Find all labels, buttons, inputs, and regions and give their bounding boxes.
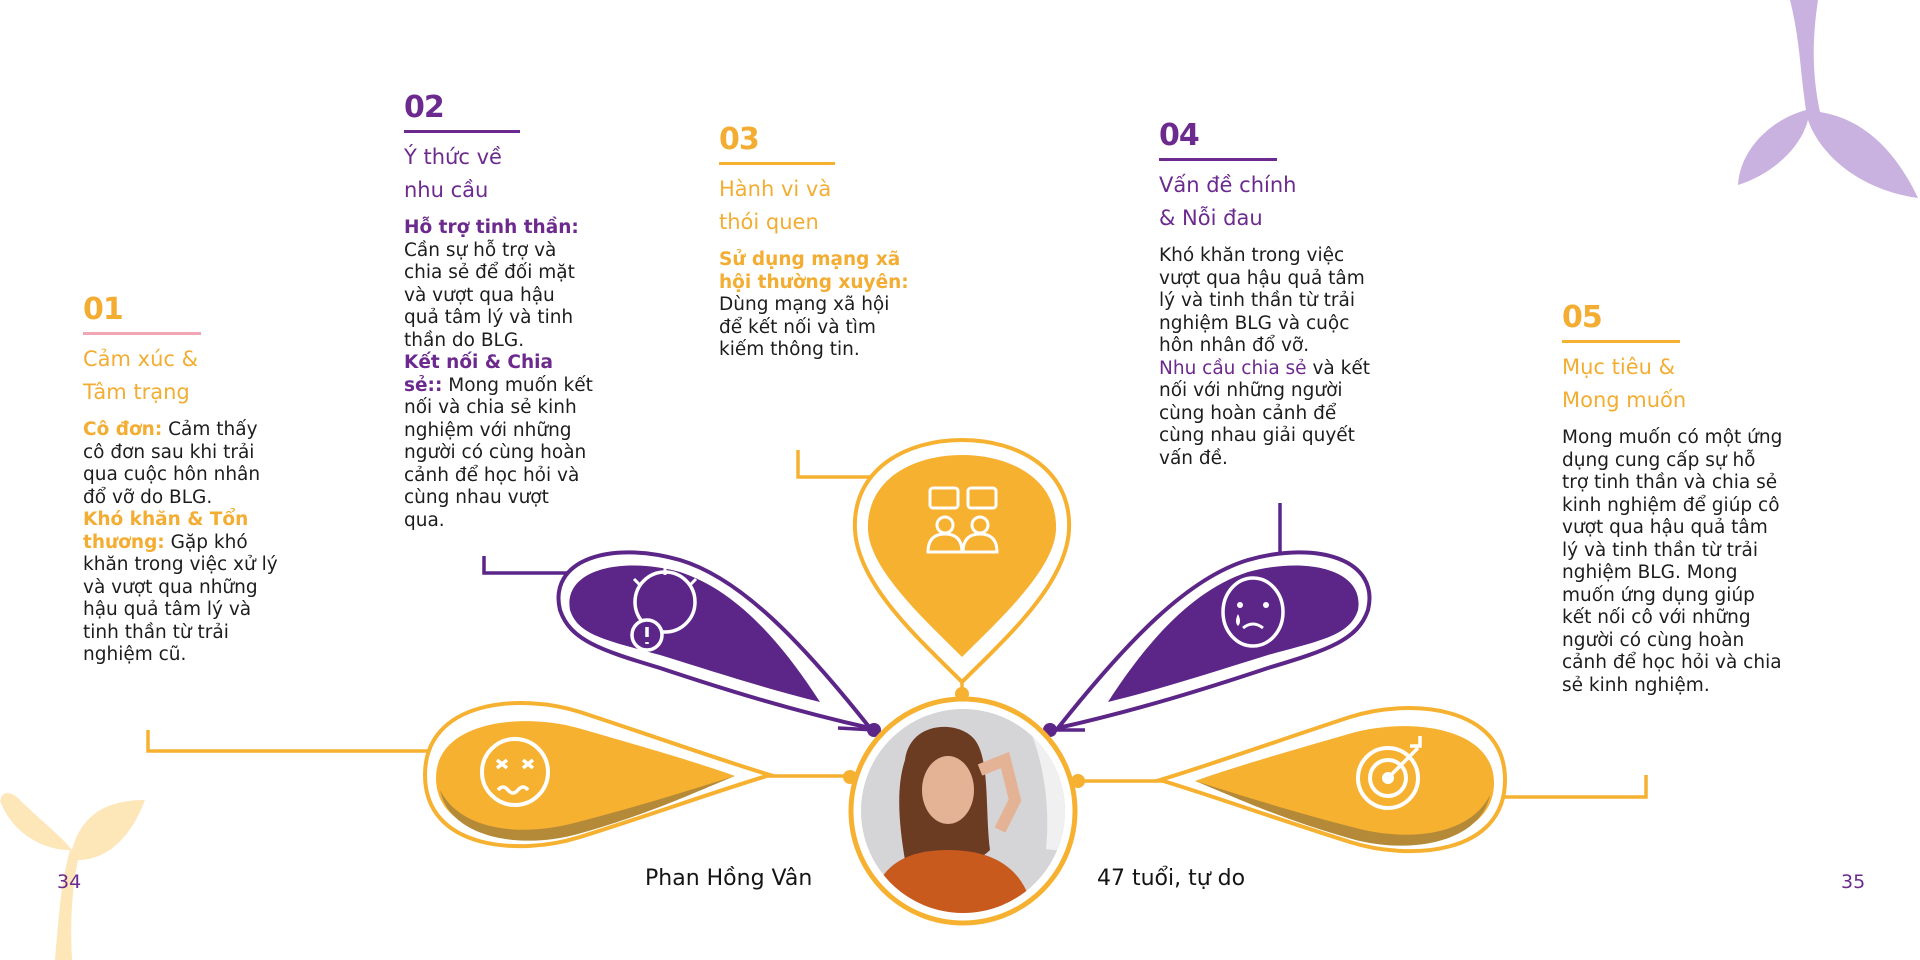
- section-text: và kết nối với những người cùng hoàn cản…: [1159, 357, 1370, 469]
- section-body: Sử dụng mạng xã hội thường xuyên: Dùng m…: [719, 249, 909, 362]
- section-highlight: Khó khăn & Tổn thương:: [83, 509, 249, 553]
- section-body: Hỗ trợ tinh thần: Cần sự hỗ trợ và chia …: [404, 217, 594, 532]
- section-text: Gặp khó khăn trong việc xử lý và vượt qu…: [83, 531, 278, 666]
- section-highlight: Kết nối & Chia sẻ::: [404, 352, 553, 396]
- section-heading-line: & Nỗi đau: [1159, 206, 1263, 230]
- section-body: Khó khăn trong việc vượt qua hậu quả tâm…: [1159, 245, 1379, 470]
- petal-emotions: [422, 701, 777, 849]
- section-heading-line: nhu cầu: [404, 178, 489, 202]
- petal-needs: [556, 550, 876, 732]
- section-text: Cảm thấy cô đơn sau khi trải qua cuộc hô…: [83, 419, 261, 508]
- petal-goals: [1153, 706, 1508, 854]
- petal-behavior: [852, 437, 1072, 685]
- section-heading-line: Mục tiêu &: [1562, 355, 1675, 379]
- section-rule: [719, 162, 835, 165]
- section-rule: [1562, 340, 1680, 343]
- section-01: 01 Cảm xúc & Tâm trạng Cô đơn: Cảm thấy …: [83, 294, 283, 667]
- section-text: Khó khăn trong việc vượt qua hậu quả tâm…: [1159, 245, 1365, 356]
- section-05: 05 Mục tiêu & Mong muốn Mong muốn có một…: [1562, 302, 1784, 697]
- section-text: Mong muốn có một ứng dụng cung cấp sự hỗ…: [1562, 427, 1783, 696]
- persona-avatar: [848, 696, 1078, 926]
- section-number: 01: [83, 292, 124, 327]
- section-heading-line: Vấn đề chính: [1159, 173, 1297, 197]
- section-number: 05: [1562, 300, 1603, 335]
- section-body: Mong muốn có một ứng dụng cung cấp sự hỗ…: [1562, 427, 1784, 697]
- petal-pain: [1052, 550, 1372, 732]
- section-03: 03 Hành vi và thói quen Sử dụng mạng xã …: [719, 124, 909, 362]
- page-number-left: 34: [57, 871, 82, 893]
- section-heading-line: Tâm trạng: [83, 380, 190, 404]
- section-highlight: Sử dụng mạng xã hội thường xuyên:: [719, 249, 909, 293]
- page-number-right: 35: [1841, 871, 1866, 893]
- section-highlight: Nhu cầu chia sẻ: [1159, 357, 1307, 379]
- section-heading-line: Cảm xúc &: [83, 347, 198, 371]
- persona-details: 47 tuổi, tự do: [1097, 866, 1246, 891]
- section-heading-line: Hành vi và: [719, 177, 832, 201]
- leaf-decoration-top: [1738, 0, 1918, 198]
- section-rule: [83, 332, 201, 335]
- section-heading-line: Ý thức về: [404, 145, 502, 169]
- section-number: 03: [719, 122, 760, 157]
- persona-name: Phan Hồng Vân: [645, 866, 813, 891]
- section-04: 04 Vấn đề chính & Nỗi đau Khó khăn trong…: [1159, 120, 1379, 470]
- leaf-decoration-bottom: [0, 793, 145, 960]
- section-rule: [404, 130, 520, 133]
- section-text: Mong muốn kết nối và chia sẻ kinh nghiệm…: [404, 374, 593, 531]
- section-heading-line: thói quen: [719, 210, 819, 234]
- section-text: Cần sự hỗ trợ và chia sẻ để đối mặt và v…: [404, 239, 575, 351]
- section-body: Cô đơn: Cảm thấy cô đơn sau khi trải qua…: [83, 419, 283, 667]
- section-heading-line: Mong muốn: [1562, 388, 1687, 412]
- section-number: 02: [404, 90, 445, 125]
- section-highlight: Cô đơn:: [83, 419, 163, 440]
- section-02: 02 Ý thức về nhu cầu Hỗ trợ tinh thần: C…: [404, 92, 594, 532]
- section-text: Dùng mạng xã hội để kết nối và tìm kiếm …: [719, 294, 890, 360]
- section-number: 04: [1159, 118, 1200, 153]
- section-highlight: Hỗ trợ tinh thần:: [404, 217, 579, 238]
- section-rule: [1159, 158, 1277, 161]
